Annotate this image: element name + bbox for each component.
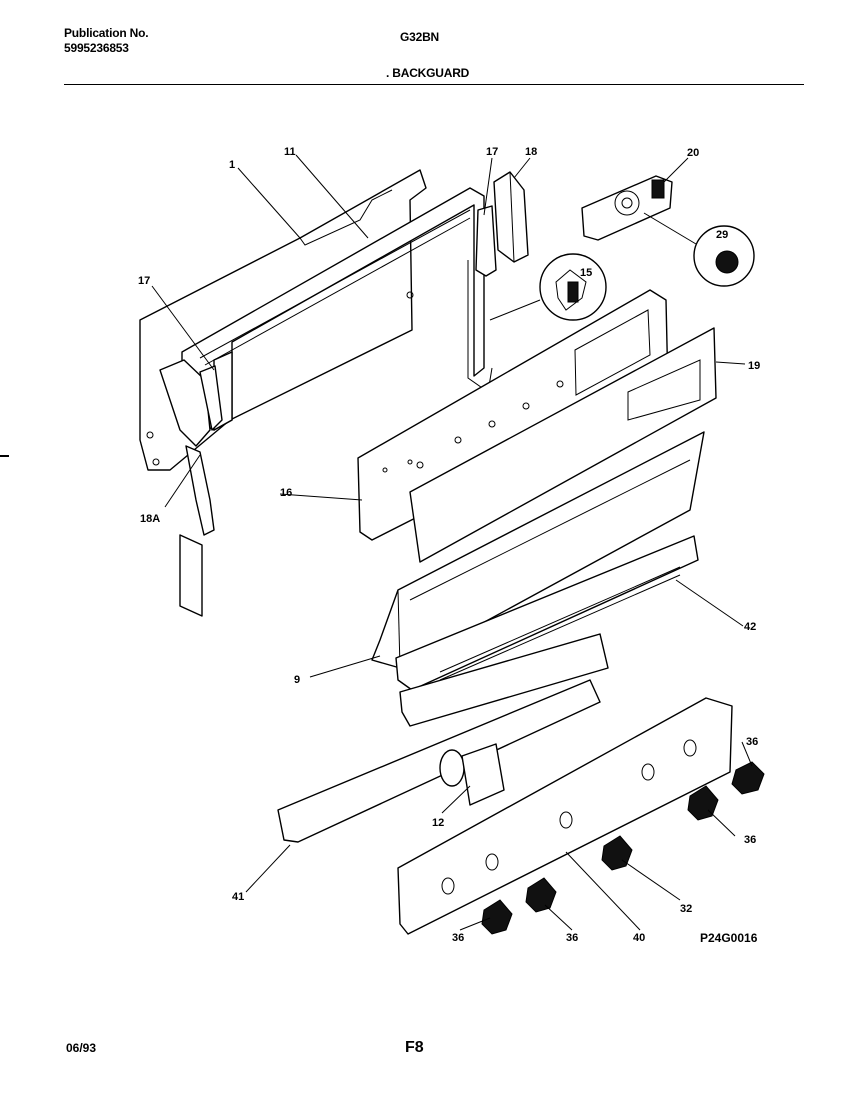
bracket-right-part bbox=[467, 205, 497, 393]
callout-36-right: 36 bbox=[744, 834, 756, 846]
callout-29: 29 bbox=[716, 229, 728, 241]
callout-17-left: 17 bbox=[138, 275, 150, 287]
end-cap-right-part bbox=[493, 171, 529, 263]
knob-inset-part bbox=[693, 225, 755, 287]
callout-20: 20 bbox=[687, 147, 699, 159]
callout-40: 40 bbox=[633, 932, 645, 944]
model-number: G32BN bbox=[400, 30, 440, 44]
margin-mark bbox=[0, 455, 9, 457]
callout-32: 32 bbox=[680, 903, 692, 915]
callout-18a: 18A bbox=[140, 513, 160, 525]
callout-41: 41 bbox=[232, 891, 244, 903]
knob-32 bbox=[601, 835, 633, 871]
knob-36-left bbox=[481, 899, 513, 935]
callout-9: 9 bbox=[294, 674, 300, 686]
page-number: F8 bbox=[405, 1039, 424, 1056]
callout-11: 11 bbox=[284, 146, 296, 158]
manifold-panel-part bbox=[397, 697, 733, 935]
callout-36-left: 36 bbox=[452, 932, 464, 944]
callout-leaders bbox=[151, 154, 753, 931]
publication-label: Publication No. bbox=[64, 26, 149, 40]
revision-date: 06/93 bbox=[66, 1041, 97, 1055]
callout-18: 18 bbox=[525, 146, 537, 158]
diagram-code: P24G0016 bbox=[700, 931, 758, 945]
knob-36-right-upper bbox=[731, 761, 765, 795]
lower-mounting-rail-part bbox=[399, 633, 609, 727]
left-side-trim-part bbox=[159, 359, 223, 617]
callout-15: 15 bbox=[580, 267, 592, 279]
vented-rail-part bbox=[395, 535, 699, 691]
callout-19: 19 bbox=[748, 360, 760, 372]
callout-labels: 1 11 17 18 20 29 15 17 19 16 18A 42 9 36… bbox=[138, 146, 760, 944]
header-rule bbox=[64, 84, 804, 85]
callout-36-mid: 36 bbox=[566, 932, 578, 944]
callout-16: 16 bbox=[280, 487, 292, 499]
overlay-panel-part bbox=[409, 327, 717, 563]
clip-inset-part bbox=[539, 253, 607, 321]
publication-number: 5995236853 bbox=[64, 41, 129, 55]
callout-36-upper: 36 bbox=[746, 736, 758, 748]
callout-12: 12 bbox=[432, 817, 444, 829]
clock-timer-part bbox=[581, 175, 673, 241]
callout-1: 1 bbox=[229, 159, 235, 171]
knob-36-right-lower bbox=[687, 785, 719, 821]
callout-42: 42 bbox=[744, 621, 756, 633]
section-title: . BACKGUARD bbox=[386, 66, 470, 80]
callout-17-right: 17 bbox=[486, 146, 498, 158]
ignition-switch-part bbox=[439, 743, 505, 806]
knob-36-mid bbox=[525, 877, 557, 913]
